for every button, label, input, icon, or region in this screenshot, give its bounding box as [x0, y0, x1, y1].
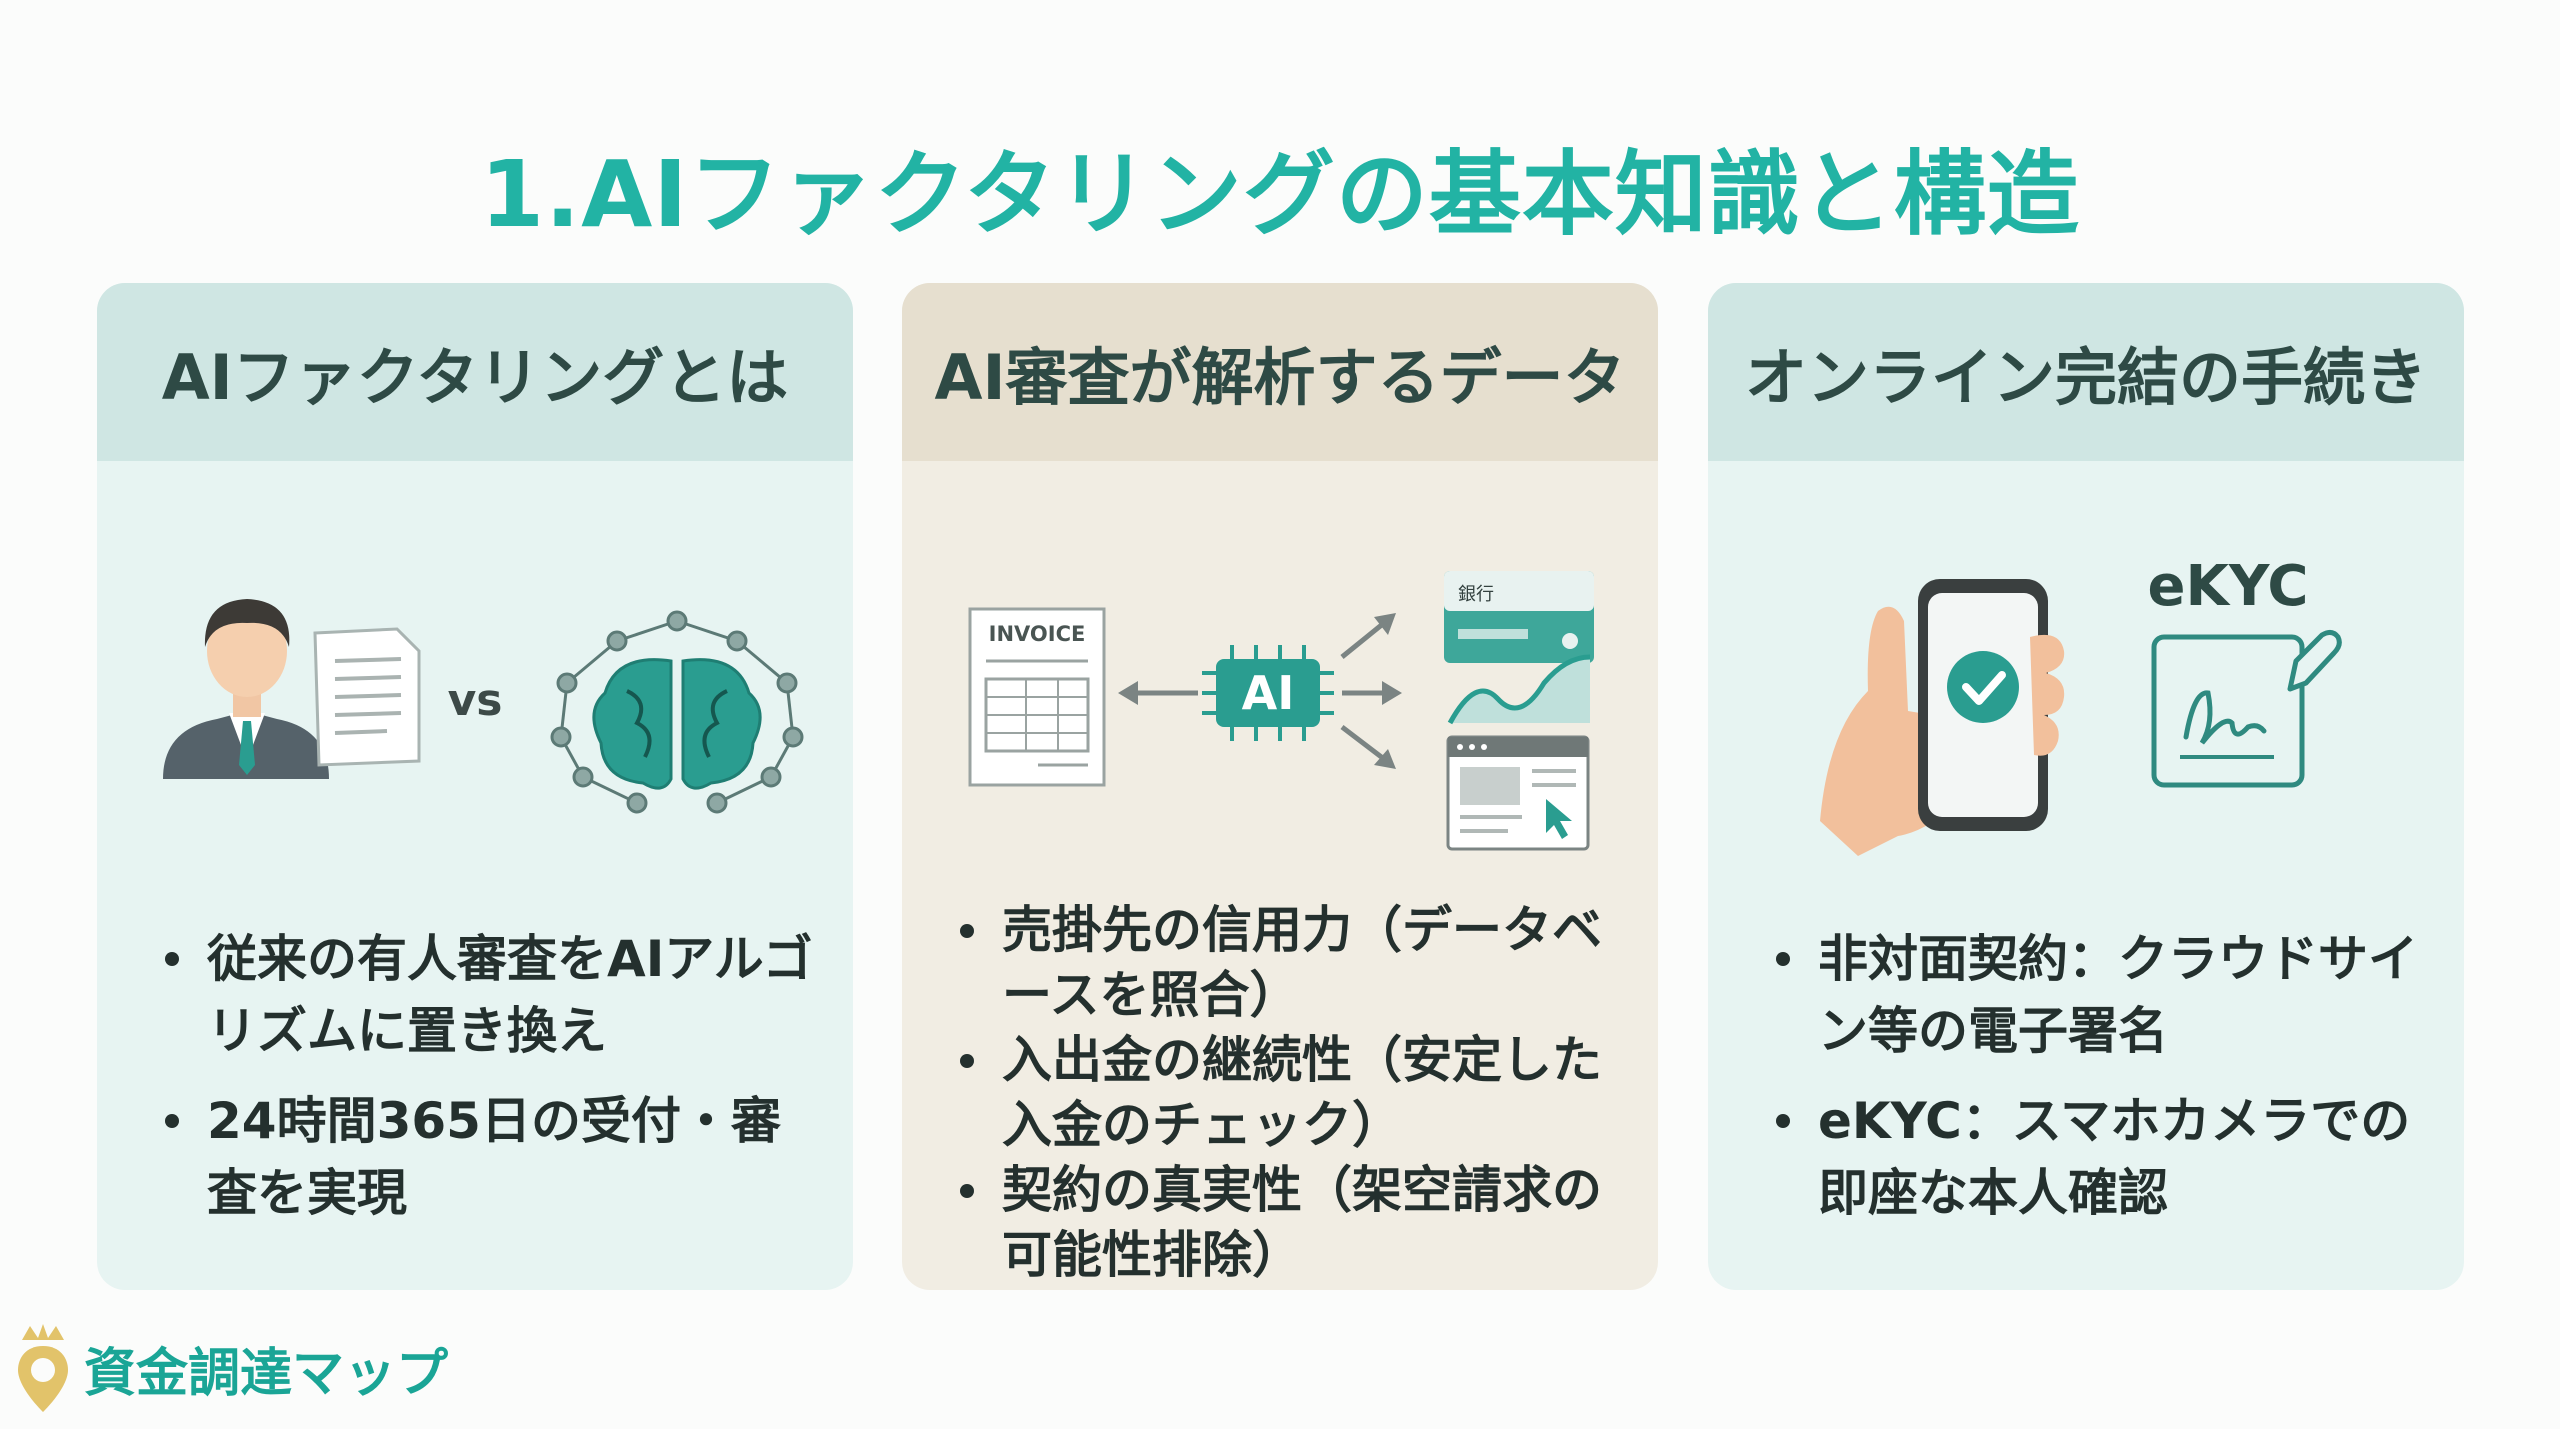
list-item: 24時間365日の受付・審査を実現: [97, 1085, 853, 1229]
e-signature-icon: [2151, 629, 2342, 788]
illustration-ai-analysis: INVOICE: [902, 461, 1658, 861]
list-item: 契約の真実性（架空請求の可能性排除）: [902, 1158, 1658, 1288]
bullet-list: 非対面契約：クラウドサイン等の電子署名 eKYC：スマホカメラでの即座な本人確認: [1708, 923, 2464, 1247]
bank-card-icon: 銀行: [1444, 571, 1594, 663]
bullet-list: 売掛先の信用力（データベースを照合） 入出金の継続性（安定した入金のチェック） …: [902, 898, 1658, 1288]
document-icon: [313, 627, 421, 767]
ai-chip-icon: AI: [1202, 645, 1334, 741]
bank-label: 銀行: [1458, 584, 1494, 605]
line-chart-icon: [1447, 654, 1591, 725]
vs-label: vs: [448, 675, 503, 726]
browser-window-icon: [1446, 735, 1590, 851]
invoice-label: INVOICE: [989, 622, 1086, 646]
card-online-procedure: オンライン完結の手続き eKYC 非対面契約：クラウドサイン等の電子署名: [1708, 283, 2464, 1290]
illustration-human-vs-ai: vs: [97, 461, 853, 861]
card-heading: オンライン完結の手続き: [1708, 283, 2464, 461]
ekyc-label: eKYC: [2147, 554, 2308, 619]
ai-chip-label: AI: [1242, 666, 1295, 720]
smartphone-check-icon: [1820, 579, 2065, 856]
brain-network-icon: [550, 610, 804, 814]
card-heading: AIファクタリングとは: [97, 283, 853, 461]
list-item: 非対面契約：クラウドサイン等の電子署名: [1708, 923, 2464, 1067]
brand-name: 資金調達マップ: [84, 1343, 449, 1404]
page-title: 1.AIファクタリングの基本知識と構造: [480, 141, 2080, 248]
card-ai-review-data: AI審査が解析するデータ INVOICE: [902, 283, 1658, 1290]
map-pin-crown-icon: [18, 1324, 68, 1412]
list-item: 入出金の継続性（安定した入金のチェック）: [902, 1028, 1658, 1158]
invoice-icon: INVOICE: [968, 607, 1106, 787]
bullet-list: 従来の有人審査をAIアルゴリズムに置き換え 24時間365日の受付・審査を実現: [97, 923, 853, 1247]
brand-logo: 資金調達マップ: [12, 1318, 448, 1418]
list-item: 売掛先の信用力（データベースを照合）: [902, 898, 1658, 1028]
businessman-icon: [163, 599, 329, 779]
card-heading: AI審査が解析するデータ: [902, 283, 1658, 461]
list-item: eKYC：スマホカメラでの即座な本人確認: [1708, 1085, 2464, 1229]
card-ai-factoring: AIファクタリングとは vs: [97, 283, 853, 1290]
illustration-online-contract: eKYC: [1708, 461, 2464, 861]
list-item: 従来の有人審査をAIアルゴリズムに置き換え: [97, 923, 853, 1067]
